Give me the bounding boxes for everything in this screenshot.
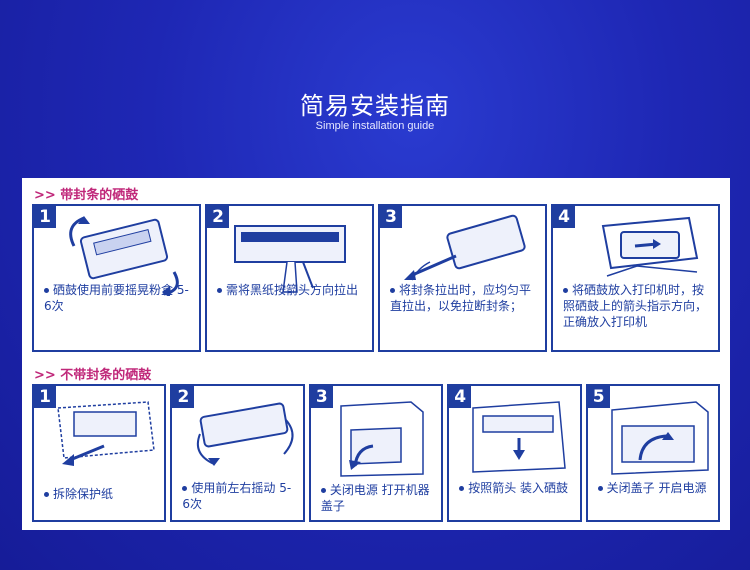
unsealed-step-card: 4 按照箭头 装入硒鼓 [447,384,582,522]
step-number: 4 [553,206,575,228]
step-caption: 按照箭头 装入硒鼓 [468,481,569,495]
unsealed-step-card: 5 关闭盖子 开启电源 [585,384,721,522]
step-number: 2 [172,386,195,408]
bullet-icon [459,486,465,491]
guide-panel: >> 带封条的硒鼓 1 硒鼓使用前要摇晃粉盒 5-6次 2 需将黑纸按箭头方 [22,178,730,530]
sealed-steps-row: 1 硒鼓使用前要摇晃粉盒 5-6次 2 需将黑纸按箭头方向拉出 3 将封条拉出时… [32,204,720,352]
step-number: 2 [207,206,229,228]
section-heading-unsealed: >> 不带封条的硒鼓 [34,368,152,383]
bullet-icon [390,288,395,293]
unsealed-step-card: 2 使用前左右摇动 5-6次 [170,384,305,522]
bullet-icon [44,492,49,497]
pull-seal-illustration [404,214,526,281]
remove-protective-paper-illustration [57,401,155,466]
open-printer-cover-illustration [340,401,424,477]
step-number: 1 [34,206,56,228]
sealed-step-card: 4 将硒鼓放入打印机时，按照硒鼓上的箭头指示方向，正确放入打印机 [551,204,720,352]
unsealed-steps-row: 1 拆除保护纸 2 使用前左右摇动 5-6次 3 关闭电源 打开机器盖子 [32,384,721,522]
step-caption: 拆除保护纸 [53,487,114,501]
bullet-icon [217,288,222,293]
step-number: 5 [587,386,610,408]
sealed-step-card: 3 将封条拉出时，应均匀平直拉出，以免拉断封条； [378,204,547,352]
bullet-icon [320,488,326,493]
step-caption: 关闭电源 打开机器盖子 [320,483,430,513]
step-caption: 使用前左右摇动 5-6次 [182,481,292,511]
step-caption: 将封条拉出时，应均匀平直拉出，以免拉断封条； [390,283,532,313]
step-number: 1 [34,386,56,408]
cartridge-shake-illustration [69,216,179,296]
page-title: 简易安装指南 [300,92,450,120]
sealed-step-card: 1 硒鼓使用前要摇晃粉盒 5-6次 [32,204,201,352]
step-number: 3 [380,206,402,228]
rock-cartridge-illustration [197,402,294,466]
step-caption: 关闭盖子 开启电源 [606,481,707,495]
unsealed-step-card: 1 拆除保护纸 [32,384,167,522]
page-subtitle: Simple installation guide [315,120,435,132]
bullet-icon [182,486,188,491]
step-caption: 硒鼓使用前要摇晃粉盒 5-6次 [44,283,189,313]
pull-black-paper-illustration [234,225,346,293]
step-caption: 将硒鼓放入打印机时，按照硒鼓上的箭头指示方向，正确放入打印机 [563,283,708,329]
step-number: 3 [310,386,333,408]
bullet-icon [44,288,49,293]
section-heading-sealed: >> 带封条的硒鼓 [34,188,139,203]
close-cover-power-on-illustration [610,401,709,475]
insert-cartridge-illustration [601,216,699,277]
unsealed-step-card: 3 关闭电源 打开机器盖子 [308,384,444,522]
step-number: 4 [449,386,472,408]
sealed-step-card: 2 需将黑纸按箭头方向拉出 [205,204,374,352]
bullet-icon [597,486,603,491]
step-caption: 需将黑纸按箭头方向拉出 [226,283,359,297]
load-cartridge-illustration [472,401,567,473]
bullet-icon [563,288,568,293]
